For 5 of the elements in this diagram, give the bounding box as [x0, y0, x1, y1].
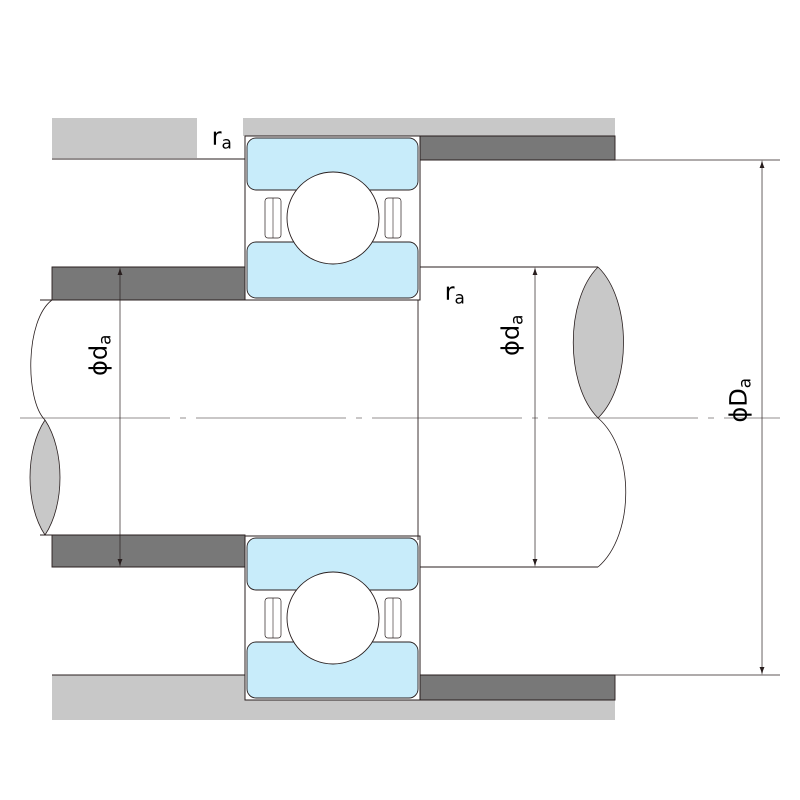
dimension-label: ϕd$_{a}$ — [88, 336, 112, 375]
dimension-label: r$_{a}$ — [446, 286, 464, 304]
dimension-label: ϕD$_{a}$ — [728, 379, 752, 422]
dimension-label: ϕd$_{a}$ — [500, 316, 524, 355]
dimension-label: r$_{a}$ — [214, 131, 230, 149]
